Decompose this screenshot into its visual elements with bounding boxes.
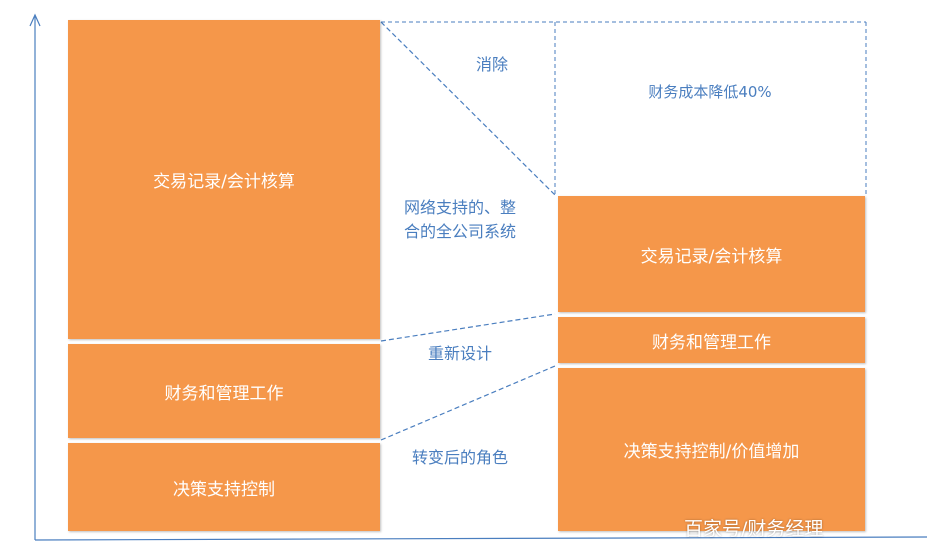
- network-system-label: 网络支持的、整 合的全公司系统: [380, 196, 540, 244]
- network-system-line2: 合的全公司系统: [403, 222, 516, 241]
- left-finance-mgmt-block: 财务和管理工作: [68, 344, 380, 438]
- left-transaction-label: 交易记录/会计核算: [153, 172, 295, 192]
- connector-redesign: [380, 313, 556, 342]
- left-transaction-block: 交易记录/会计核算: [68, 20, 380, 339]
- transformed-role-label: 转变后的角色: [411, 448, 508, 467]
- left-decision-block: 决策支持控制: [68, 443, 380, 531]
- network-system-line1: 网络支持的、整: [403, 198, 516, 217]
- y-axis-arrow: [29, 13, 41, 27]
- right-transaction-label: 交易记录/会计核算: [640, 246, 783, 267]
- eliminate-label: 消除: [475, 55, 508, 74]
- left-finance-mgmt-label: 财务和管理工作: [164, 383, 284, 404]
- right-finance-mgmt-label: 财务和管理工作: [652, 332, 771, 353]
- connector-eliminate: [380, 21, 556, 196]
- right-finance-mgmt-block: 财务和管理工作: [558, 317, 865, 363]
- x-axis: [34, 536, 927, 541]
- left-decision-label: 决策支持控制: [173, 479, 275, 500]
- right-decision-block: 决策支持控制/价值增加: [558, 368, 865, 531]
- connector-transform: [380, 365, 556, 441]
- watermark: 百家号/财务经理: [684, 518, 824, 540]
- redesign-label: 重新设计: [427, 344, 492, 363]
- right-decision-value-label: 决策支持控制/价值增加: [623, 442, 800, 462]
- right-transaction-block: 交易记录/会计核算: [558, 196, 865, 312]
- cost-reduction-label: 财务成本降低40%: [648, 83, 772, 101]
